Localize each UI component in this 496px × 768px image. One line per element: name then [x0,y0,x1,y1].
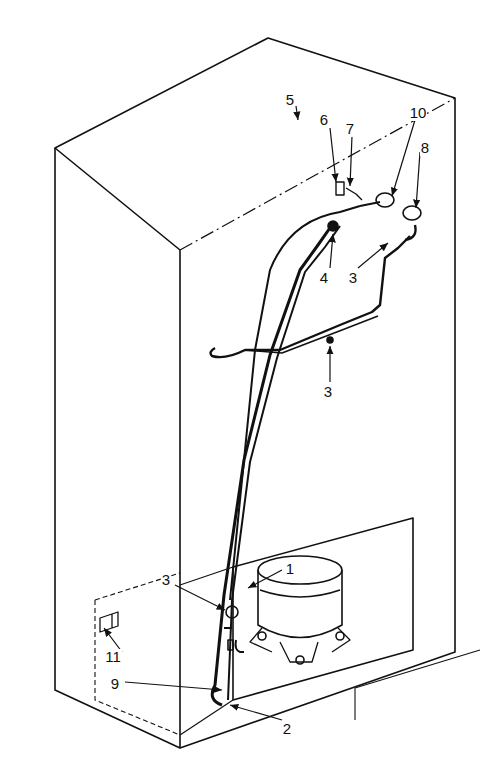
callout-number: 10 [409,105,428,121]
cabinet-side [55,148,180,748]
back-edge [180,98,455,250]
callout-number: 11 [104,649,122,665]
fitting-8 [403,206,421,220]
compressor-body [258,570,342,638]
cabinet-outline [55,38,455,748]
callout-number: 9 [110,676,120,692]
callout-number: 6 [319,112,329,128]
fitting-4 [328,221,338,231]
callout-number: 4 [319,270,329,286]
callout-number: 3 [323,384,333,400]
dashed-box [95,573,180,735]
callout-number: 8 [420,140,430,156]
tube-d [211,236,410,357]
grommet-1 [226,606,238,618]
callout-number: 5 [285,92,295,108]
tube-c [230,206,360,600]
callout-number: 1 [285,561,295,577]
machine-compartment [233,518,413,700]
tube-b [228,226,340,700]
part-11 [100,612,118,632]
callout-number: 2 [282,721,292,737]
callout-number: 3 [161,572,171,588]
callout-number: 7 [345,121,355,137]
compressor-top [258,556,342,584]
clip-6 [336,182,362,200]
fitting-10 [376,193,394,207]
callout-number: 3 [348,270,358,286]
